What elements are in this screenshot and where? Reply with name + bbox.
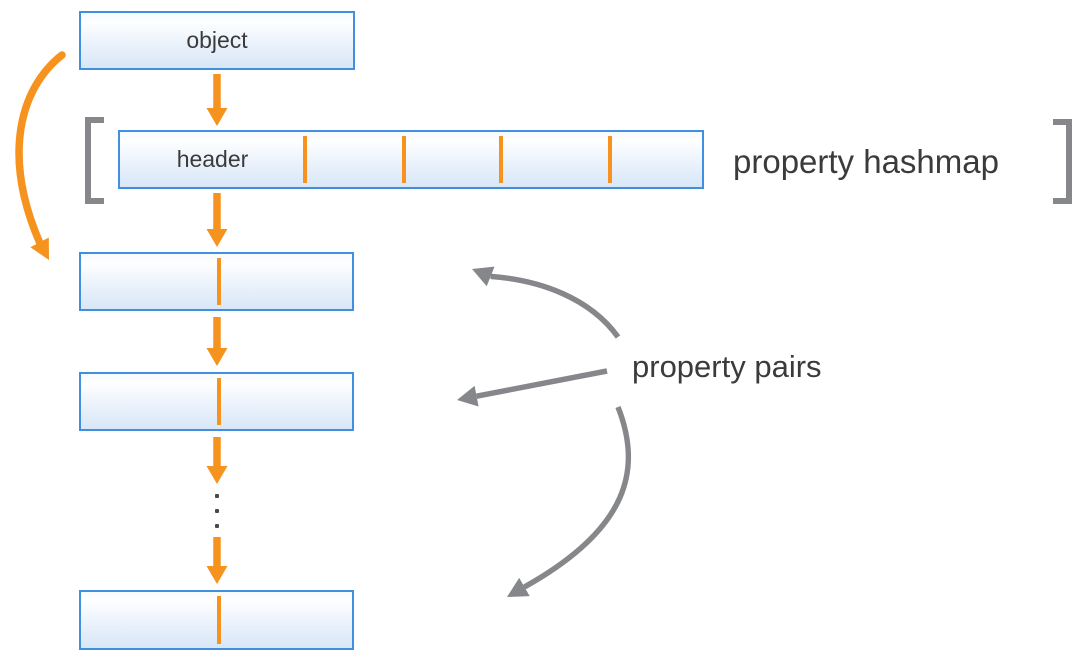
pair-divider xyxy=(216,378,221,425)
hashmap-cell-divider xyxy=(303,136,307,183)
arrow-object-to-header xyxy=(206,74,228,126)
hashmap-cell-divider xyxy=(608,136,612,183)
hashmap-cell-divider xyxy=(499,136,503,183)
arrow-ellipsis-to-pair3 xyxy=(206,537,228,584)
pair-divider xyxy=(216,258,221,305)
property-pairs-caption: property pairs xyxy=(632,349,822,384)
left-bracket xyxy=(85,117,104,204)
arrow-pairs-to-pair1 xyxy=(472,266,621,339)
header-box-label: header xyxy=(176,146,249,172)
object-box: object xyxy=(79,11,355,70)
pair-divider xyxy=(216,596,221,644)
hashmap-header-box: header xyxy=(118,130,704,189)
arrow-pairs-to-pair3 xyxy=(507,405,632,597)
object-box-label: object xyxy=(186,27,248,53)
right-bracket xyxy=(1053,119,1072,204)
arrow-pair2-to-ellipsis xyxy=(206,437,228,484)
vertical-ellipsis-icon xyxy=(215,494,219,528)
arrow-object-to-pairs-curve xyxy=(15,51,66,260)
property-pair-box-2 xyxy=(79,372,354,431)
hashmap-cell-divider xyxy=(402,136,406,183)
property-pair-box-1 xyxy=(79,252,354,311)
property-pair-box-3 xyxy=(79,590,354,650)
arrow-header-to-pair1 xyxy=(206,193,228,247)
arrow-pair1-to-pair2 xyxy=(206,317,228,366)
arrow-pairs-to-pair2 xyxy=(457,368,608,407)
property-hashmap-caption: property hashmap xyxy=(733,143,999,180)
